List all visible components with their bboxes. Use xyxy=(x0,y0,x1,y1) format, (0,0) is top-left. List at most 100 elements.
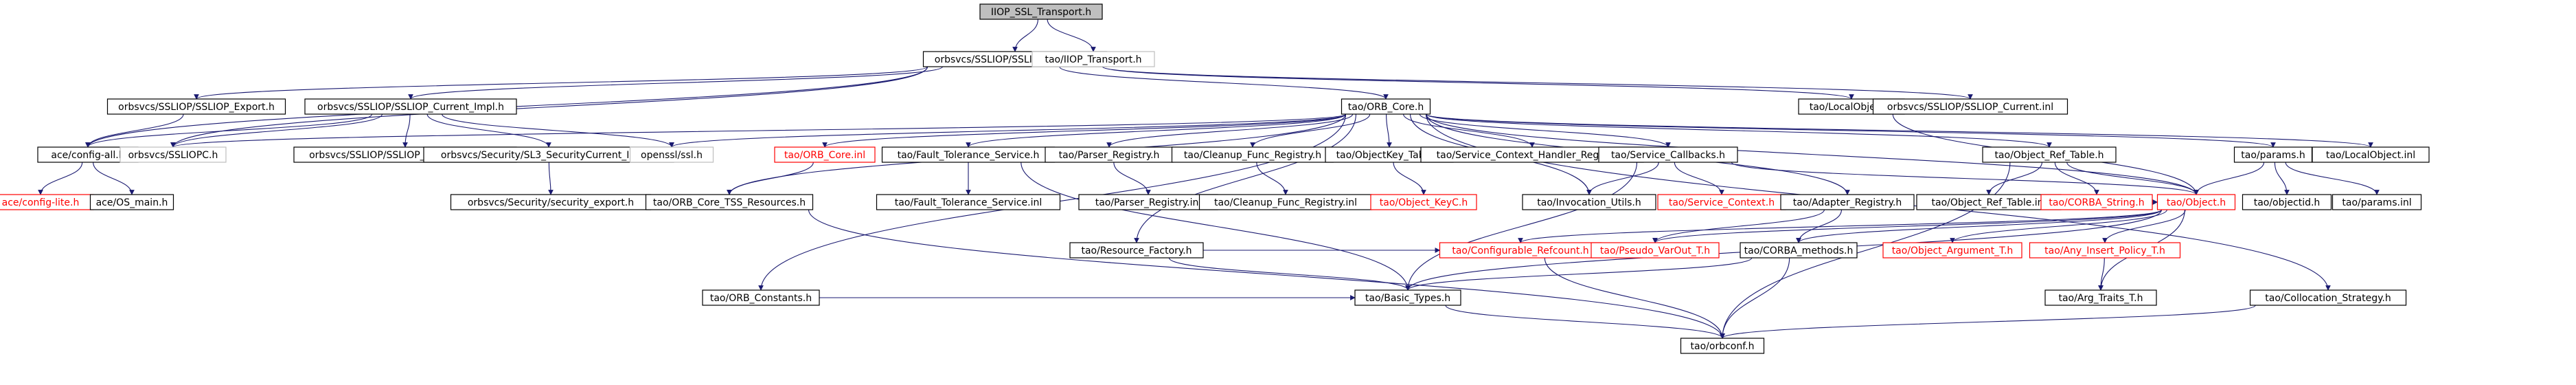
edge-object-h-to-pseudo-varout xyxy=(1652,209,2163,243)
edges xyxy=(38,19,2380,339)
node-any-insert-policy[interactable]: tao/Any_Insert_Policy_T.h xyxy=(2029,242,2181,258)
edge-ssliop-export-to-config-all xyxy=(85,113,184,148)
node-label: tao/Cleanup_Func_Registry.h xyxy=(1184,150,1321,161)
node-label: tao/Resource_Factory.h xyxy=(1081,245,1192,256)
node-label: tao/LocalObject.inl xyxy=(2326,150,2415,161)
node-label: tao/orbconf.h xyxy=(1691,341,1755,352)
node-label: tao/Object_Argument_T.h xyxy=(1892,245,2014,256)
node-params-h[interactable]: tao/params.h xyxy=(2233,146,2313,163)
node-os-main[interactable]: ace/OS_main.h xyxy=(89,194,174,210)
node-basic-types[interactable]: tao/Basic_Types.h xyxy=(1354,289,1461,306)
node-parser-registry-inl[interactable]: tao/Parser_Registry.inl xyxy=(1078,194,1218,210)
node-object-h[interactable]: tao/Object.h xyxy=(2156,194,2236,210)
node-cleanup-func-inl[interactable]: tao/Cleanup_Func_Registry.inl xyxy=(1198,194,1373,210)
node-label: orbsvcs/Security/security_export.h xyxy=(468,197,634,208)
edge-ssliop-current-impl-to-ssliop-current-impl-inl xyxy=(402,113,411,148)
node-service-ctx-handler[interactable]: tao/Service_Context_Handler_Registry.h xyxy=(1420,146,1644,163)
node-arg-traits[interactable]: tao/Arg_Traits_T.h xyxy=(2044,289,2157,306)
edge-ft-service-to-basic-types xyxy=(1021,162,1411,291)
node-box xyxy=(2029,242,2181,258)
node-label: tao/Service_Context_Handler_Registry.h xyxy=(1437,150,1628,161)
edge-orb-core-tss-to-orbconf xyxy=(808,209,1725,339)
edge-resource-factory-to-basic-types xyxy=(1168,257,1411,291)
node-ssliopc[interactable]: orbsvcs/SSLIOPC.h xyxy=(119,146,227,163)
node-invocation-utils[interactable]: tao/Invocation_Utils.h xyxy=(1522,194,1656,210)
edge-orb-core-to-object-h xyxy=(1425,113,2199,195)
node-config-lite[interactable]: ace/config-lite.h xyxy=(0,194,94,210)
edge-ssliop-current-to-ssliop-export xyxy=(194,66,928,100)
node-label: tao/Parser_Registry.inl xyxy=(1095,197,1202,208)
edge-orb-core-to-openssl xyxy=(669,113,1347,148)
node-object-ref-table[interactable]: tao/Object_Ref_Table.h xyxy=(1982,146,2117,163)
edge-params-h-to-objectid xyxy=(2274,162,2290,195)
node-box xyxy=(2156,194,2236,210)
edge-orb-core-to-params-h xyxy=(1425,113,2276,148)
node-label: openssl/ssl.h xyxy=(641,150,703,161)
node-openssl[interactable]: openssl/ssl.h xyxy=(629,146,714,163)
node-box xyxy=(1882,242,2022,258)
edge-ssliop-current-to-ssliop-current-impl xyxy=(408,66,943,100)
edge-root-to-ssliop-current xyxy=(1012,19,1038,52)
node-ft-service-inl[interactable]: tao/Fault_Tolerance_Service.inl xyxy=(876,194,1061,210)
node-orbconf[interactable]: tao/orbconf.h xyxy=(1680,338,1765,354)
node-object-keyc[interactable]: tao/Object_KeyC.h xyxy=(1370,194,1477,210)
node-localobject-inl[interactable]: tao/LocalObject.inl xyxy=(2312,146,2430,163)
node-sl3-current-impl[interactable]: orbsvcs/Security/SL3_SecurityCurrent_Imp… xyxy=(423,146,674,163)
edge-service-callbacks-to-invocation-utils xyxy=(1586,162,1659,195)
node-ssliop-current-inl[interactable]: orbsvcs/SSLIOP/SSLIOP_Current.inl xyxy=(1872,98,2068,115)
node-objectid[interactable]: tao/objectid.h xyxy=(2242,194,2332,210)
node-object-ref-table-inl[interactable]: tao/Object_Ref_Table.inl xyxy=(1916,194,2062,210)
node-params-inl[interactable]: tao/params.inl xyxy=(2332,194,2422,210)
edge-orb-core-to-orb-core-inl xyxy=(822,113,1347,148)
node-root[interactable]: IIOP_SSL_Transport.h xyxy=(979,3,1103,20)
node-box xyxy=(304,98,517,115)
node-security-export[interactable]: orbsvcs/Security/security_export.h xyxy=(450,194,652,210)
node-ft-service[interactable]: tao/Fault_Tolerance_Service.h xyxy=(881,146,1056,163)
edge-config-all-to-os-main xyxy=(93,162,135,195)
node-box xyxy=(1031,51,1155,67)
node-orb-constants[interactable]: tao/ORB_Constants.h xyxy=(702,289,820,306)
node-service-callbacks[interactable]: tao/Service_Callbacks.h xyxy=(1598,146,1738,163)
node-object-argument[interactable]: tao/Object_Argument_T.h xyxy=(1882,242,2022,258)
edge-ssliop-current-to-ssliopc xyxy=(170,66,928,148)
node-label: tao/Configurable_Refcount.h xyxy=(1452,245,1588,256)
node-label: IIOP_SSL_Transport.h xyxy=(991,7,1091,18)
node-pseudo-varout[interactable]: tao/Pseudo_VarOut_T.h xyxy=(1591,242,1720,258)
node-box xyxy=(645,194,814,210)
node-cleanup-func[interactable]: tao/Cleanup_Func_Registry.h xyxy=(1171,146,1334,163)
node-ssliop-current-impl[interactable]: orbsvcs/SSLIOP/SSLIOP_Current_Impl.h xyxy=(304,98,517,115)
node-box xyxy=(2040,194,2153,210)
node-adapter-registry[interactable]: tao/Adapter_Registry.h xyxy=(1780,194,1915,210)
edge-orb-core-to-objectkey-table xyxy=(1386,113,1392,148)
node-label: tao/Object_Ref_Table.inl xyxy=(1932,197,2047,208)
edge-params-h-to-params-inl xyxy=(2285,162,2380,195)
node-box xyxy=(1341,98,1431,115)
edge-orb-core-to-service-ctx-handler xyxy=(1403,113,1535,148)
node-iiop-transport[interactable]: tao/IIOP_Transport.h xyxy=(1031,51,1155,67)
node-ssliop-export[interactable]: orbsvcs/SSLIOP/SSLIOP_Export.h xyxy=(106,98,286,115)
node-configurable-refcount[interactable]: tao/Configurable_Refcount.h xyxy=(1439,242,1602,258)
node-collocation-strategy[interactable]: tao/Collocation_Strategy.h xyxy=(2249,289,2407,306)
node-corba-string[interactable]: tao/CORBA_String.h xyxy=(2040,194,2153,210)
node-label: tao/Parser_Registry.h xyxy=(1059,150,1160,161)
node-label: tao/CORBA_methods.h xyxy=(1744,245,1854,256)
node-label: tao/Object_KeyC.h xyxy=(1380,197,1468,208)
node-box xyxy=(1354,289,1461,306)
node-orb-core-inl[interactable]: tao/ORB_Core.inl xyxy=(774,146,876,163)
edge-orb-core-inl-to-orb-core-tss xyxy=(727,162,814,195)
node-orb-core[interactable]: tao/ORB_Core.h xyxy=(1341,98,1431,115)
node-box xyxy=(774,146,876,163)
node-box xyxy=(1680,338,1765,354)
edge-sl3-current-impl-to-security-export xyxy=(548,162,554,195)
node-corba-methods[interactable]: tao/CORBA_methods.h xyxy=(1740,242,1858,258)
edge-ssliop-current-impl-to-openssl xyxy=(442,113,674,148)
node-service-context[interactable]: tao/Service_Context.h xyxy=(1657,194,1786,210)
node-resource-factory[interactable]: tao/Resource_Factory.h xyxy=(1069,242,1204,258)
edge-parser-registry-to-parser-registry-inl xyxy=(1113,162,1151,195)
node-parser-registry[interactable]: tao/Parser_Registry.h xyxy=(1045,146,1174,163)
edge-object-h-to-configurable-refcount xyxy=(1518,209,2163,243)
node-orb-core-tss[interactable]: tao/ORB_Core_TSS_Resources.h xyxy=(645,194,814,210)
edge-ssliop-current-impl-to-ssliopc xyxy=(170,113,383,148)
edge-orb-core-to-ssliopc xyxy=(170,113,1347,148)
